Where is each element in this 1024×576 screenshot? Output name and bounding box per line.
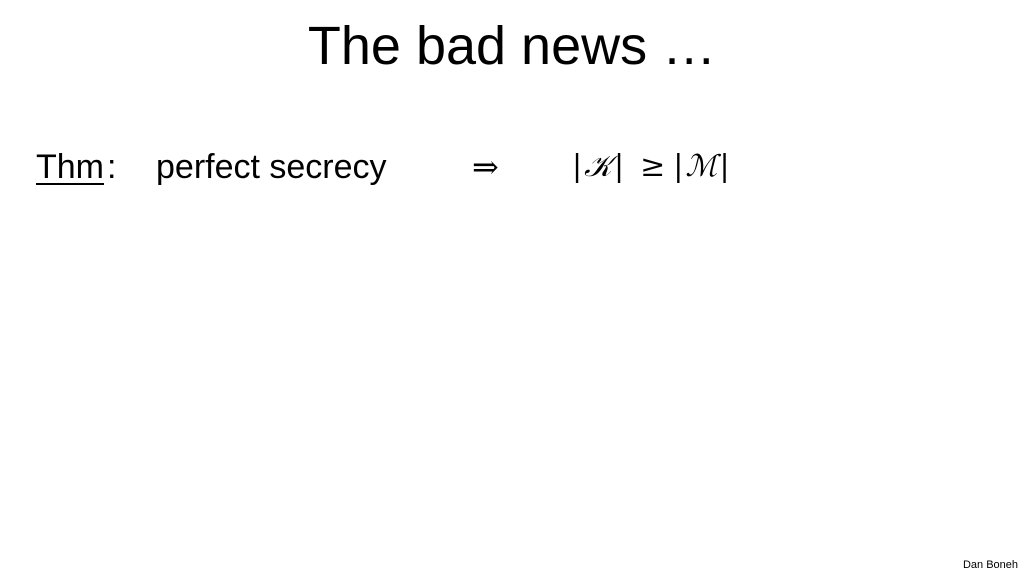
key-space-symbol: 𝒦 bbox=[584, 149, 612, 184]
theorem-colon: : bbox=[107, 148, 117, 186]
footer-author: Dan Boneh bbox=[962, 559, 1018, 571]
message-space-bar-open: | bbox=[673, 149, 684, 184]
slide-title: The bad news … bbox=[307, 16, 717, 76]
theorem-statement: perfect secrecy bbox=[156, 148, 387, 186]
message-space-symbol: ℳ bbox=[685, 149, 718, 184]
key-space-bar-open: | bbox=[572, 149, 583, 184]
key-space-bar-close: | bbox=[613, 149, 625, 184]
geq-symbol: ≥ bbox=[640, 149, 666, 184]
message-space-bar-close: | bbox=[719, 149, 730, 184]
implies-symbol: ⇒ bbox=[472, 148, 499, 186]
theorem-inequality: |𝒦|≥|ℳ| bbox=[570, 146, 732, 188]
theorem-label: Thm bbox=[36, 148, 104, 186]
